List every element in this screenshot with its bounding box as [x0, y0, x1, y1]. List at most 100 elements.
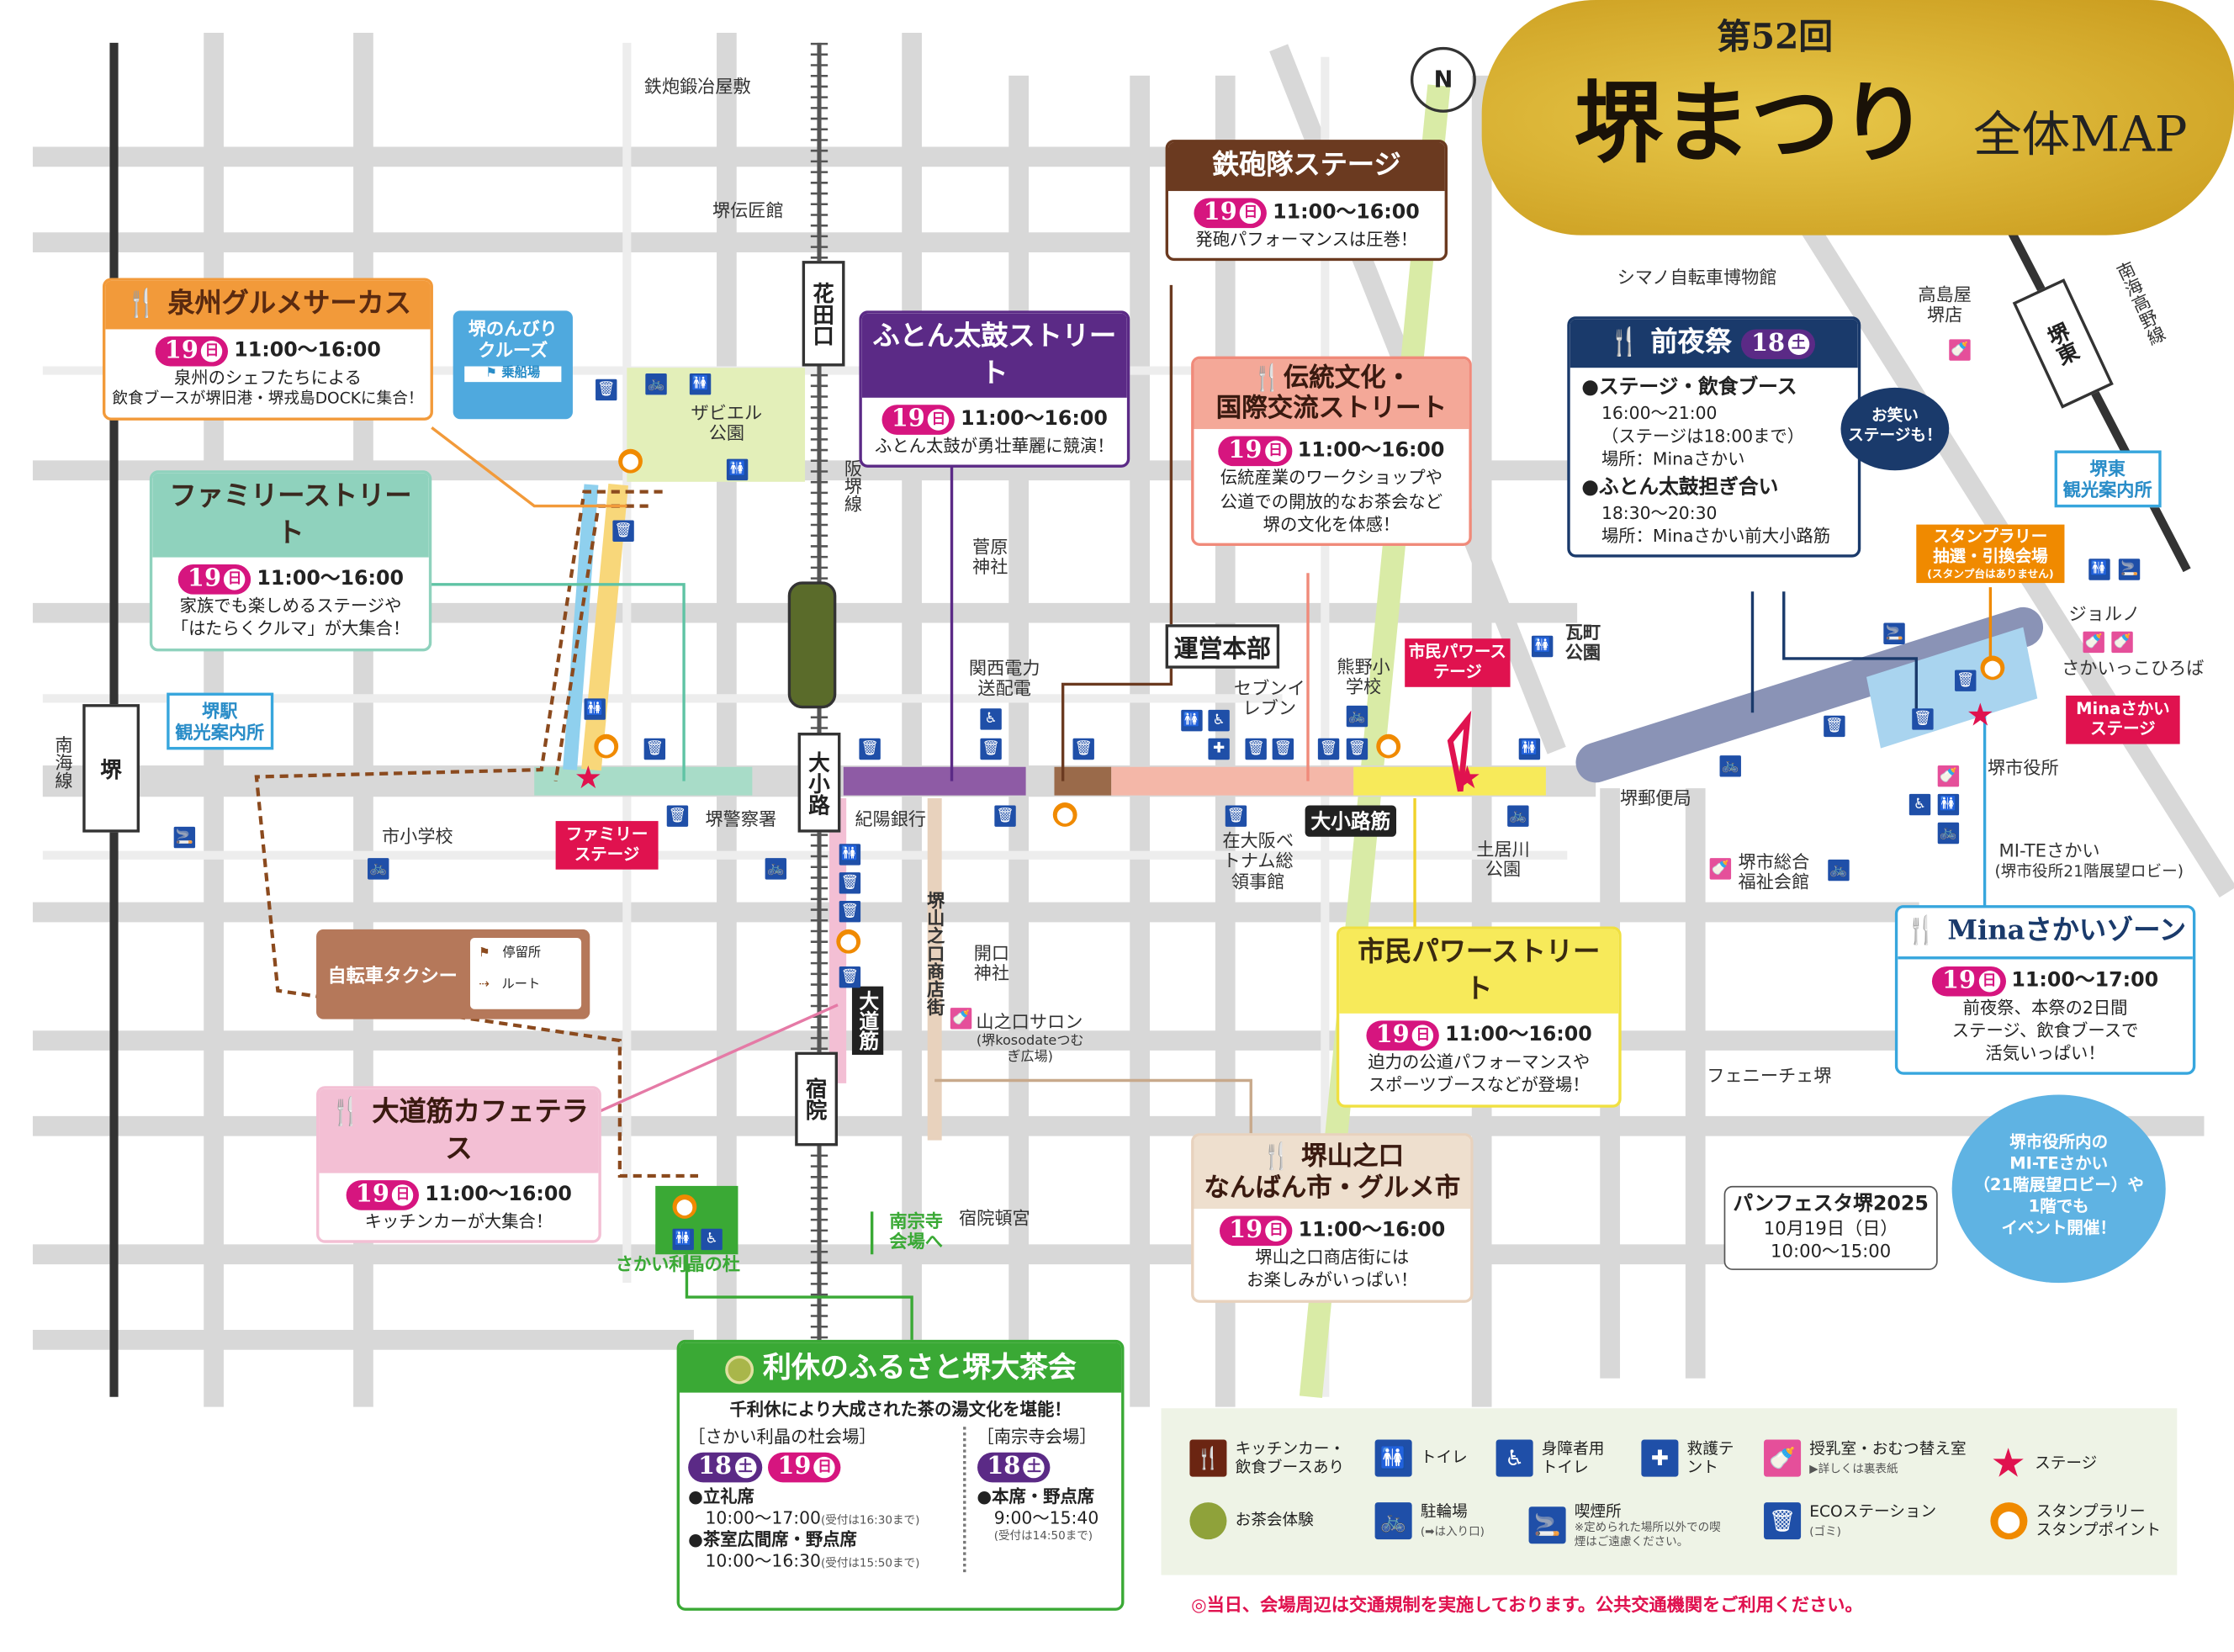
event-title: 🍴 泉州グルメサーカス [105, 280, 431, 329]
label-mite: MI-TEさかい [1998, 839, 2100, 861]
label-denshokan: 堺伝匠館 [712, 199, 784, 221]
label-risho-no-mori: さかい利晶の杜 [615, 1252, 741, 1274]
eco-station-icon: 🗑 [612, 520, 634, 542]
eco-station-icon: 🗑 [839, 966, 861, 988]
label-kawaramachi-park: 瓦町公園 [1564, 621, 1601, 664]
eco-station-icon: 🗑 [1225, 805, 1247, 827]
title-cloud: 第52回 堺まつり 全体MAP [1481, 0, 2234, 236]
kitchen-icon: 🍴 [1260, 1141, 1293, 1172]
eco-station-icon: 🗑 [666, 805, 689, 827]
stamp-point-icon: ⬤ [1376, 733, 1401, 759]
label-aguchi-shrine: 開口神社 [973, 942, 1010, 984]
accessible-toilet-icon: ♿ [1908, 793, 1931, 816]
eco-station-icon: 🗑 [1764, 1502, 1802, 1540]
kitchen-icon: 🍴 [124, 288, 159, 320]
label-sakaikko: さかいっこひろば [2062, 657, 2205, 679]
rickshaw-box: 自転車タクシー ⚑ 停留所 ⇢ ルート [316, 929, 590, 1019]
tea-ceremony-icon [724, 1354, 754, 1384]
eco-station-icon: 🗑 [596, 379, 617, 401]
eco-station-icon: 🗑 [1317, 738, 1340, 760]
eco-station-icon: 🗑 [839, 900, 861, 923]
toilet-icon: 🚻 [1531, 635, 1554, 658]
stage-label-shimin: 市民パワーステージ [1405, 638, 1511, 687]
bicycle-parking-icon: 🚲 [368, 858, 389, 880]
event-title: 鉄砲隊ステージ [1167, 142, 1445, 191]
legend-item: ♿身障者用トイレ [1496, 1440, 1616, 1478]
stamp-point-icon: ⬤ [618, 448, 643, 474]
hq-label: 運営本部 [1165, 624, 1280, 669]
nursing-room-icon: 🍼 [2111, 631, 2133, 654]
tea-ceremony-icon [1189, 1502, 1227, 1540]
toilet-icon: 🚻 [1937, 793, 1960, 816]
toilet-icon: 🚻 [839, 844, 861, 866]
stage-star-icon: ★ [1966, 698, 1995, 734]
compass-north-icon: N [1410, 46, 1476, 113]
stage-star-icon: ★ [1990, 1439, 2026, 1487]
eco-station-icon: 🗑 [1955, 670, 1977, 691]
label-salon-sub: (堺kosodateつむぎ広場) [976, 1033, 1084, 1065]
label-sugawara: 菅原神社 [972, 536, 1008, 578]
label-kiyo-bank: 紀陽銀行 [855, 807, 927, 830]
eco-station-icon: 🗑 [980, 738, 1002, 760]
event-title: 市民パワーストリート [1339, 929, 1619, 1014]
toilet-icon: 🚻 [689, 373, 712, 395]
stamp-rally-venue: スタンプラリー抽選・引換会場(スタンプ台はありません) [1916, 524, 2065, 583]
bicycle-parking-icon: 🚲 [1507, 805, 1529, 827]
bicycle-parking-icon: 🚲 [1374, 1502, 1412, 1540]
legend-item: 🚬喫煙所※定められた場所以外での喫煙はご遠慮ください。 [1528, 1502, 1732, 1549]
owarai-bubble: お笑いステージも！ [1840, 387, 1950, 471]
toilet-icon: 🚻 [1518, 738, 1541, 760]
label-seven-eleven: セブンイレブン [1233, 676, 1305, 719]
traffic-notice: ◎当日、会場周辺は交通規制を実施しております。公共交通機関をご利用ください。 [1191, 1593, 1863, 1615]
stamp-point-icon: ⬤ [1052, 802, 1077, 827]
legend-item: 🍴キッチンカー・飲食ブースあり [1189, 1440, 1349, 1478]
bicycle-parking-icon: 🚲 [1828, 859, 1850, 882]
rickshaw-stop-legend: ⚑ 停留所 [479, 946, 542, 961]
eco-station-icon: 🗑 [1245, 738, 1267, 760]
stage-star-icon: ★ [574, 760, 603, 797]
legend-item: 🗑ECOステーション(ゴミ) [1764, 1502, 1936, 1540]
event-title: 🍴 大道筋カフェテラス [319, 1088, 599, 1174]
label-xavier-park: ザビエル公園 [691, 401, 763, 444]
smoking-area-icon: 🚬 [1883, 622, 1905, 644]
legend-item: 🍼授乳室・おむつ替え室▶詳しくは裏表紙 [1764, 1440, 1967, 1478]
label-fukushi: 堺市総合福祉会館 [1738, 850, 1810, 893]
toilet-icon: 🚻 [584, 698, 606, 720]
station-sakai: 堺 [82, 704, 140, 833]
eco-station-icon: 🗑 [1912, 708, 1934, 730]
tram-icon [787, 581, 837, 709]
label-hankai-line: 阪堺線 [841, 458, 863, 513]
toilet-icon: 🚻 [726, 458, 749, 481]
label-mite-sub: (堺市役所21階展望ロビー) [1994, 862, 2184, 882]
rickshaw-route-legend: ⇢ ルート [479, 977, 541, 993]
station-shukuin: 宿院 [795, 1051, 839, 1146]
toilet-icon: 🚻 [2088, 559, 2110, 580]
event-title: ファミリーストリート [152, 473, 429, 559]
info-sakai-station: 堺駅観光案内所 [167, 692, 273, 750]
event-title: 🍴 堺山之口なんばん市・グルメ市 [1194, 1136, 1471, 1210]
stamp-point-icon: ⬤ [1990, 1502, 2028, 1540]
stage-label-family: ファミリーステージ [555, 821, 659, 870]
label-kumano-school: 熊野小学校 [1337, 655, 1390, 698]
legend-item: ⬤スタンプラリー スタンプポイント [1990, 1502, 2164, 1540]
label-doigawa-park: 土居川公園 [1476, 838, 1530, 881]
label-daido-suji: 大道筋 [851, 986, 884, 1056]
legend-item: お茶会体験 [1189, 1502, 1314, 1540]
legend-item: 🚻トイレ [1374, 1439, 1468, 1477]
accessible-toilet-icon: ♿ [701, 1228, 723, 1251]
